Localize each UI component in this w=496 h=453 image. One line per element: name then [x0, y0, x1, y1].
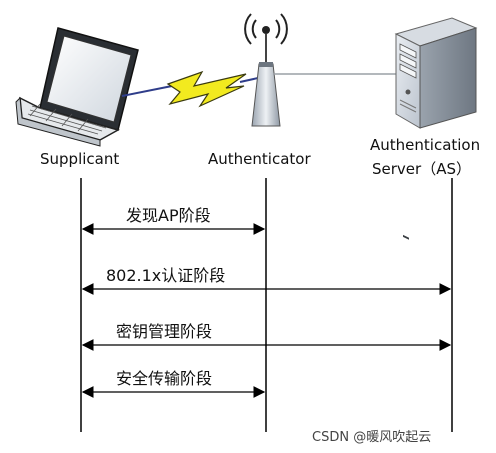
authenticator-label: Authenticator [208, 150, 311, 168]
bolt-to-ap-line [239, 77, 259, 83]
phase-label-secure-transport: 安全传输阶段 [116, 369, 213, 388]
laptop-icon [15, 27, 139, 147]
access-point-icon [244, 13, 288, 127]
watermark-text: CSDN @暖风吹起云 [312, 430, 432, 445]
phase-label-discovery: 发现AP阶段 [126, 206, 211, 225]
server-label-line2: Server（AS） [372, 160, 471, 178]
server-icon [394, 17, 478, 240]
server-label-line1: Authentication [370, 136, 481, 154]
phase-label-key-management: 密钥管理阶段 [116, 322, 213, 341]
supplicant-label: Supplicant [40, 150, 120, 168]
lightning-bolt-icon [166, 70, 247, 108]
phase-label-8021x: 802.1x认证阶段 [106, 266, 226, 285]
wireless-link-line [121, 85, 173, 97]
